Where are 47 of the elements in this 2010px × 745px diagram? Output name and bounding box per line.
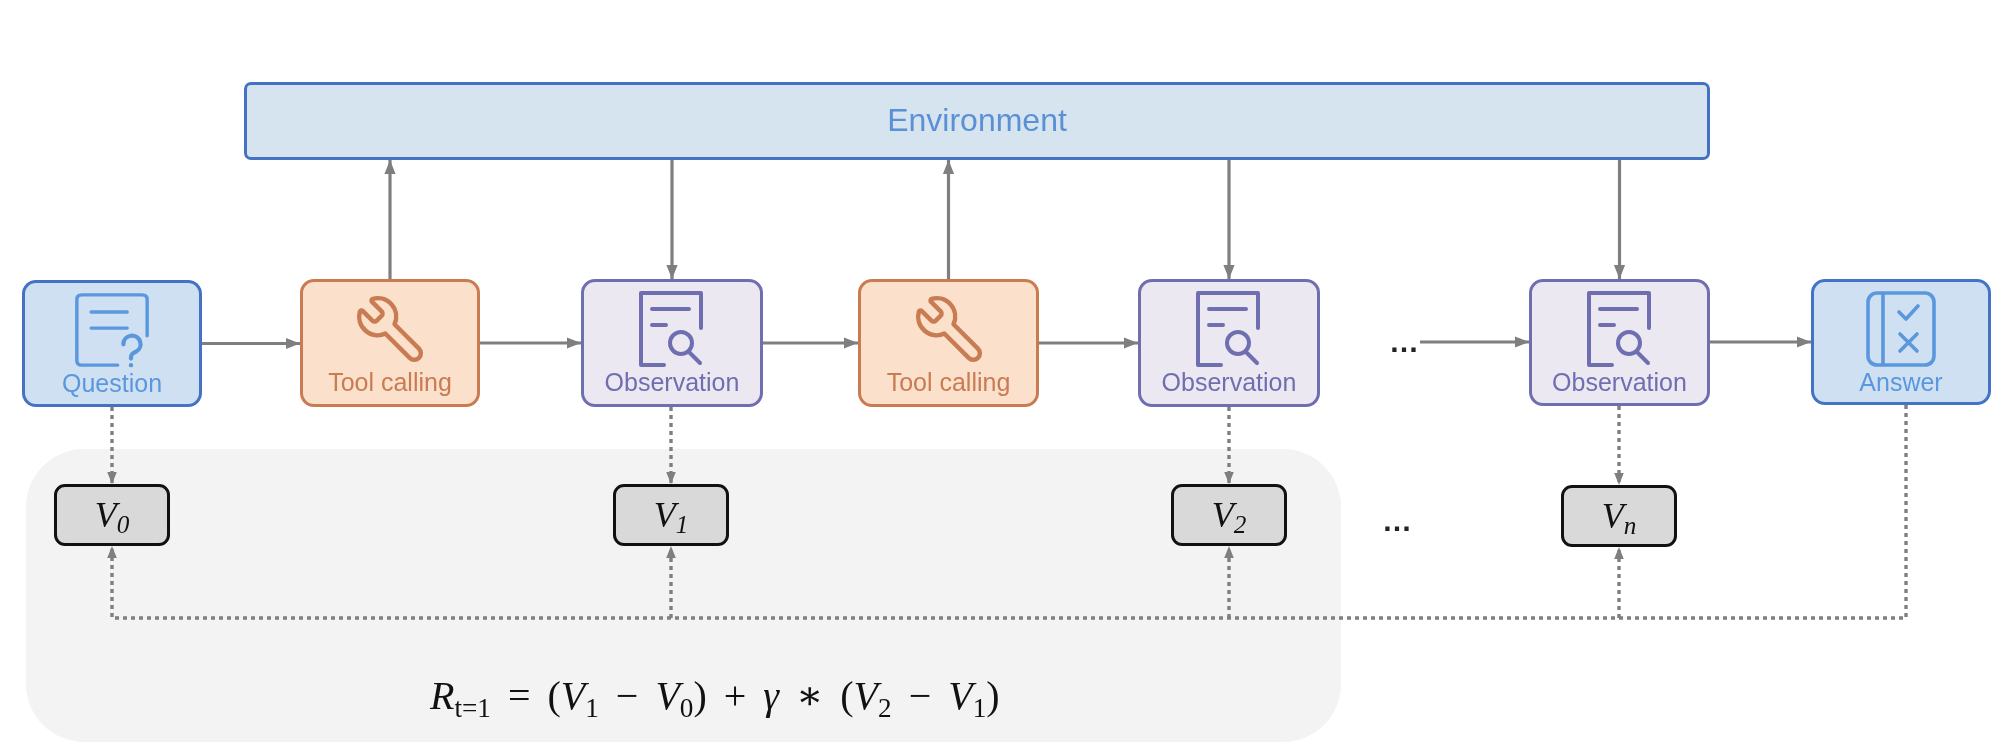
arrow — [942, 160, 955, 279]
value-box — [613, 484, 729, 546]
value-box — [1561, 485, 1677, 547]
arrow — [1039, 337, 1138, 349]
dotted-arrow — [1614, 547, 1624, 618]
dotted-arrow — [1614, 406, 1624, 485]
dotted-arrow — [107, 405, 1908, 620]
dotted-arrow — [1224, 407, 1234, 484]
ellipsis: … — [1382, 506, 1412, 536]
arrow — [666, 160, 678, 279]
step-box — [1811, 279, 1991, 405]
step-box — [300, 279, 480, 407]
environment-box — [244, 82, 1710, 160]
ellipsis: … — [1388, 329, 1420, 355]
arrow — [480, 337, 581, 349]
reward-panel — [26, 449, 1341, 742]
node-label: Environment — [887, 103, 1067, 139]
value-label: V$_{1}$ — [653, 497, 689, 533]
node-label: Question — [61, 369, 163, 397]
arrow — [1420, 336, 1529, 348]
node-label: Observation — [1552, 368, 1687, 396]
dotted-arrow — [666, 407, 676, 484]
dotted-arrow — [1224, 546, 1234, 618]
value-label: V$_{0}$ — [94, 497, 130, 533]
step-box — [858, 279, 1039, 407]
node-label: Observation — [1161, 368, 1297, 396]
value-label: V$_{2}$ — [1211, 497, 1247, 533]
formula: R$_{t=1}$ = (V$_{1}$ − V$_{0}$) + γ ∗ (V$_{2}$ − V$_{1}$) — [430, 672, 1000, 720]
step-box — [1529, 279, 1710, 406]
dotted-arrow — [107, 407, 117, 484]
arrow — [384, 160, 396, 279]
arrow — [202, 337, 300, 350]
node-label: Tool calling — [328, 368, 452, 396]
step-box — [22, 280, 202, 407]
step-box — [581, 279, 763, 407]
value-label: V$_{n}$ — [1601, 498, 1637, 534]
arrow — [1710, 336, 1811, 348]
node-label: Observation — [604, 368, 740, 396]
arrow — [1613, 160, 1626, 279]
step-box — [1138, 279, 1320, 407]
arrow — [763, 337, 858, 349]
dotted-arrow — [666, 546, 676, 618]
node-label: Answer — [1859, 368, 1943, 396]
value-box — [1171, 484, 1287, 546]
arrow — [1223, 160, 1235, 279]
value-box — [54, 484, 170, 546]
node-label: Tool calling — [886, 368, 1011, 396]
